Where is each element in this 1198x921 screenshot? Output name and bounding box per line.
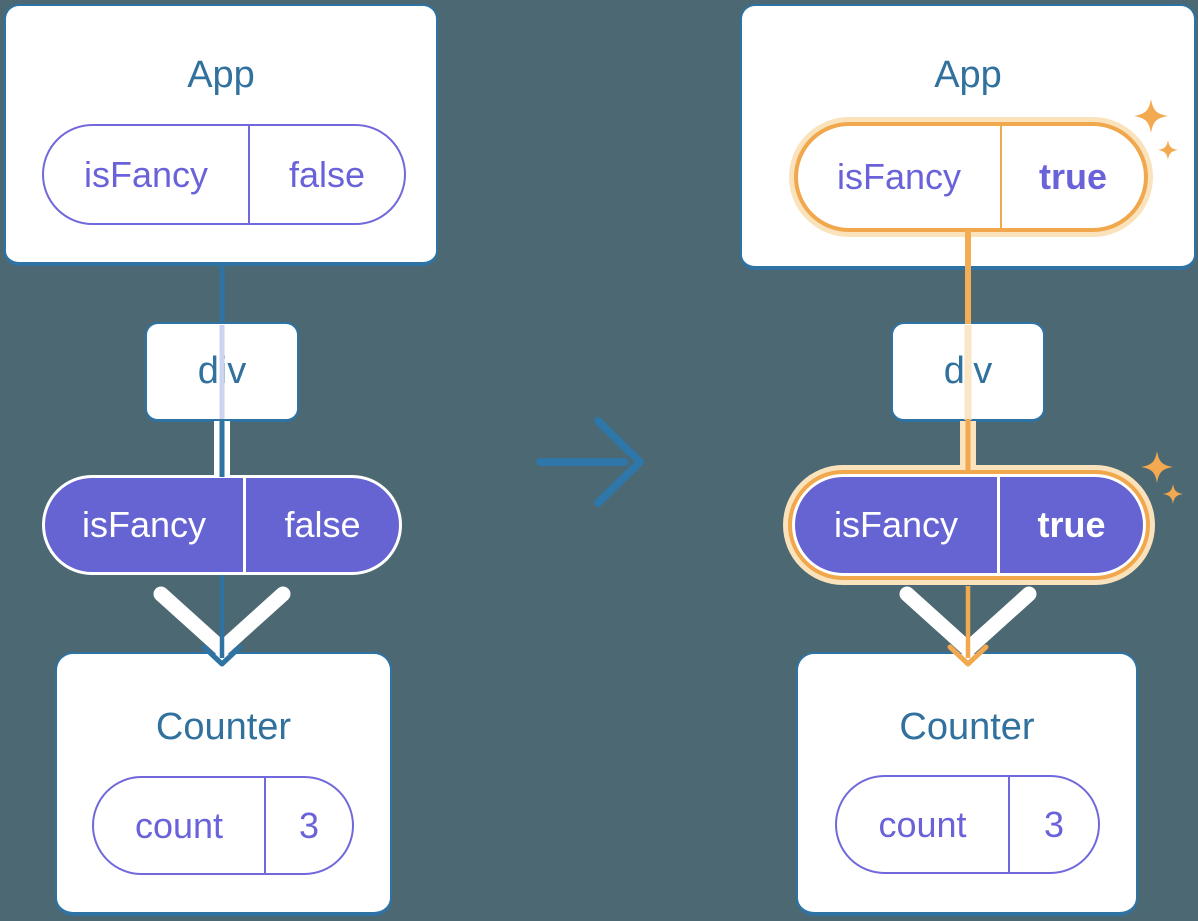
before-app-state-pill: isFancy false: [42, 124, 406, 225]
state-value-label: false: [288, 153, 366, 195]
before-div-label: div: [197, 350, 247, 392]
after-div-node: div: [891, 322, 1045, 422]
after-app-state-pill-highlighted: isFancy true: [794, 122, 1148, 232]
state-key-label: isFancy: [44, 126, 250, 223]
prop-key-label: isFancy: [795, 477, 1000, 573]
after-app-card: App isFancy true: [740, 4, 1196, 270]
sparkle-icon: [1141, 451, 1173, 483]
before-passed-prop-pill: isFancy false: [42, 475, 402, 575]
after-div-label: div: [943, 350, 993, 392]
before-div-node: div: [145, 322, 299, 422]
prop-value-label: false: [284, 504, 361, 545]
before-prop-flow-chevron: [153, 586, 291, 657]
after-counter-card: Counter count 3: [796, 652, 1138, 916]
before-app-title: App: [187, 54, 255, 96]
after-counter-title: Counter: [899, 706, 1035, 748]
after-passed-prop-pill-highlighted: isFancy true: [792, 474, 1146, 576]
after-app-title: App: [934, 54, 1002, 96]
before-counter-title: Counter: [155, 706, 292, 748]
before-app-card: App isFancy false: [4, 4, 438, 266]
right-arrow-icon: [594, 417, 644, 507]
before-counter-state-pill: count 3: [92, 776, 354, 875]
sparkle-icon: [1163, 484, 1183, 504]
state-key-label: isFancy: [798, 126, 1002, 228]
state-value-label: true: [1038, 156, 1107, 197]
after-counter-state-pill: count 3: [835, 775, 1100, 874]
state-value-label: 3: [1043, 803, 1065, 845]
prop-key-label: isFancy: [45, 478, 246, 572]
state-key-label: count: [837, 777, 1010, 872]
prop-value-label: true: [1037, 504, 1106, 545]
after-prop-flow-chevron: [899, 586, 1037, 657]
state-key-label: count: [94, 778, 266, 873]
before-counter-card: Counter count 3: [55, 652, 392, 916]
state-value-label: 3: [298, 804, 320, 846]
